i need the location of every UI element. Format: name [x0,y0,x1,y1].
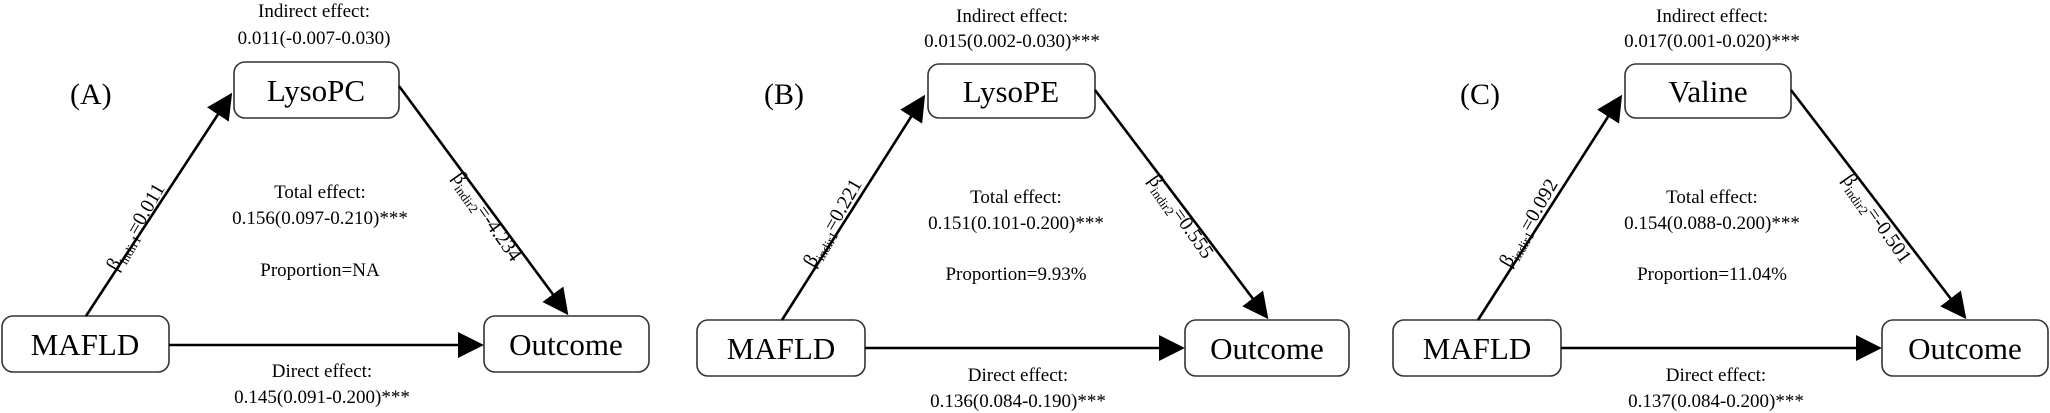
total-effect-title: Total effect: [970,187,1062,208]
outcome-label: Outcome [1210,331,1324,366]
total-effect-value: 0.156(0.097-0.210)*** [232,208,408,229]
outcome-label: Outcome [1908,331,2022,366]
mediator-box: LysoPC [233,61,400,119]
indirect-effect-title: Indirect effect: [956,6,1068,27]
total-effect-title: Total effect: [1666,187,1758,208]
panel-tag: (C) [1460,78,1500,111]
direct-effect-value: 0.145(0.091-0.200)*** [234,387,410,408]
mediator-to-outcome-arrow [1093,89,1269,320]
exposure-box: MAFLD [1392,319,1562,377]
mediator-box: Valine [1624,63,1792,119]
exposure-label: MAFLD [1423,331,1532,366]
direct-effect-title: Direct effect: [1666,365,1766,386]
exposure-to-mediator-arrow [84,92,233,317]
beta-indir1-label: βindir1=0.092 [1495,175,1565,272]
proportion-label: Proportion=NA [260,260,380,281]
total-effect-value: 0.151(0.101-0.200)*** [928,213,1104,234]
direct-effect-title: Direct effect: [968,365,1068,386]
mediator-to-outcome-arrow [1789,89,1967,320]
outcome-label: Outcome [509,327,623,362]
exposure-label: MAFLD [31,327,140,362]
indirect-effect-title: Indirect effect: [1656,6,1768,27]
beta-indir1-label: βindir1=0.221 [799,175,869,272]
panel-b: (B) Indirect effect: 0.015(0.002-0.030)*… [696,6,1350,412]
total-effect-value: 0.154(0.088-0.200)*** [1624,213,1800,234]
beta-indir2-label: βindir2=-4.234 [446,168,526,268]
exposure-box: MAFLD [696,319,866,377]
outcome-box: Outcome [1881,319,2049,377]
mediator-box: LysoPE [927,63,1096,119]
indirect-effect-value: 0.015(0.002-0.030)*** [924,31,1100,52]
proportion-label: Proportion=9.93% [945,264,1086,285]
total-effect-title: Total effect: [274,182,366,203]
beta-indir2-label: βindir2=0.555 [1141,170,1217,264]
panel-tag: (B) [764,78,804,111]
beta-indir1-label: βindir1=0.011 [102,180,172,276]
proportion-label: Proportion=11.04% [1637,264,1787,285]
mediator-to-outcome-arrow [397,85,569,316]
indirect-effect-title: Indirect effect: [258,1,370,22]
mediator-label: LysoPC [267,73,365,108]
direct-effect-value: 0.136(0.084-0.190)*** [930,391,1106,412]
exposure-to-mediator-arrow [1476,94,1623,321]
direct-effect-value: 0.137(0.084-0.200)*** [1628,391,1804,412]
panel-tag: (A) [70,78,112,111]
mediator-label: Valine [1668,74,1747,109]
exposure-label: MAFLD [727,331,836,366]
outcome-box: Outcome [483,315,650,373]
outcome-box: Outcome [1184,319,1350,377]
direct-effect-title: Direct effect: [272,361,372,382]
exposure-to-mediator-arrow [780,94,926,321]
panel-a: (A) Indirect effect: 0.011(-0.007-0.030)… [1,1,650,408]
panel-c: (C) Indirect effect: 0.017(0.001-0.020)*… [1392,6,2049,412]
indirect-effect-value: 0.017(0.001-0.020)*** [1624,31,1800,52]
exposure-box: MAFLD [1,315,170,373]
indirect-effect-value: 0.011(-0.007-0.030) [238,28,391,49]
mediator-label: LysoPE [963,74,1059,109]
beta-indir2-label: βindir2=-0.501 [1836,170,1916,270]
